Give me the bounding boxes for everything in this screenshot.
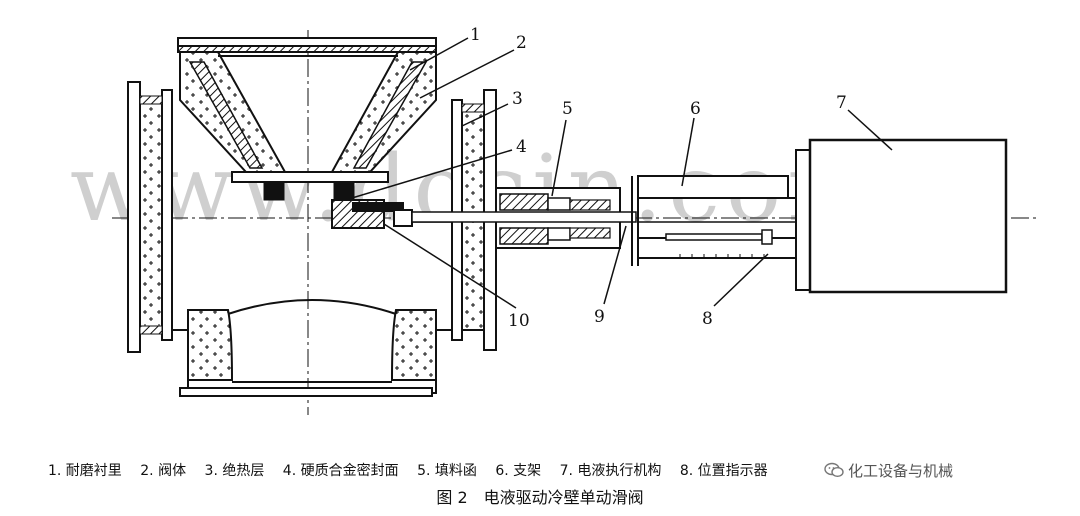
- callout-1: 1: [470, 25, 481, 45]
- callout-7: 7: [836, 93, 847, 113]
- callout-numbers: 1 2 3 4 5 6 7 8 9 10: [470, 25, 847, 331]
- callout-9: 9: [594, 307, 605, 327]
- legend-item: 1. 耐磨衬里: [48, 463, 122, 479]
- callout-6: 6: [690, 99, 701, 119]
- valve-stem: [411, 211, 637, 223]
- legend-item: 6. 支架: [495, 463, 542, 479]
- callout-5: 5: [562, 99, 573, 119]
- brand-text: 化工设备与机械: [848, 461, 954, 480]
- callout-2: 2: [516, 33, 527, 53]
- position-indicator: [665, 229, 773, 258]
- callout-3: 3: [512, 89, 523, 109]
- legend-item: 8. 位置指示器: [679, 463, 768, 479]
- valve-body: [171, 37, 453, 397]
- figure-caption: 图 2 电液驱动冷壁单动滑阀: [436, 488, 644, 507]
- legend-item: 4. 硬质合金密封面: [282, 463, 399, 479]
- callout-4: 4: [516, 137, 527, 157]
- wechat-brand-overlay: 化工设备与机械: [818, 458, 960, 482]
- legend-item: 7. 电液执行机构: [559, 463, 662, 479]
- wechat-icon: [824, 462, 844, 478]
- left-flange: [127, 81, 173, 353]
- legend-item: 5. 填料函: [417, 463, 477, 479]
- valve-diagram: www.docin.com: [70, 25, 1040, 415]
- lower-insulation: [187, 299, 437, 383]
- parts-legend: 1. 耐磨衬里 2. 阀体 3. 绝热层 4. 硬质合金密封面 5. 填料函 6…: [48, 460, 1058, 482]
- upper-insulation: [179, 51, 437, 183]
- legend-item: 3. 绝热层: [204, 463, 265, 479]
- callout-8: 8: [702, 309, 713, 329]
- callout-10: 10: [508, 311, 530, 331]
- actuator-box: [795, 138, 1008, 294]
- legend-item: 2. 阀体: [140, 463, 187, 479]
- leader-lines: [351, 37, 893, 309]
